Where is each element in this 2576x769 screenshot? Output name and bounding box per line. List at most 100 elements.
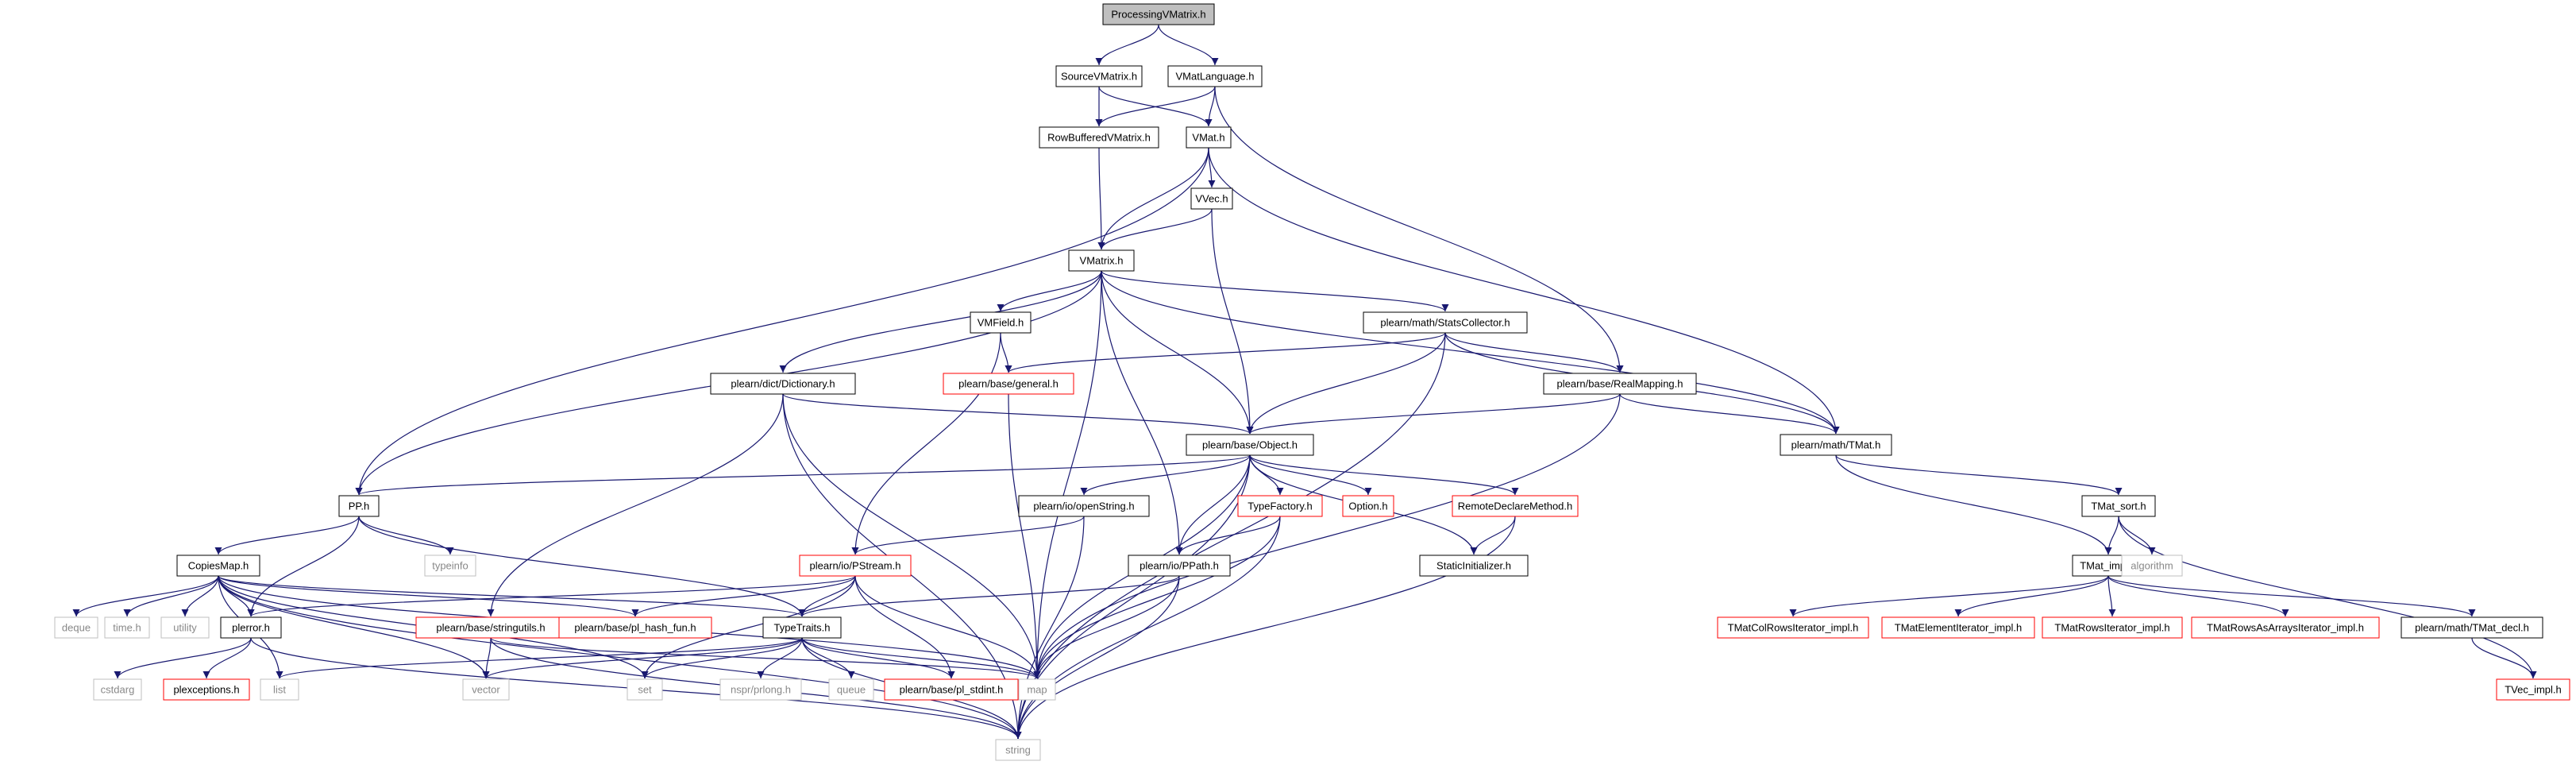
edge-PStream-to-set [641, 575, 856, 679]
node-PStream[interactable]: plearn/io/PStream.h [799, 555, 912, 577]
node-RealMapping[interactable]: plearn/base/RealMapping.h [1543, 373, 1697, 395]
node-perror[interactable]: plerror.h [220, 616, 282, 639]
node-label: Option.h [1348, 500, 1387, 512]
node-label: VVec.h [1195, 193, 1228, 205]
edge-TMat_impl-to-TMatElementIterator [1954, 575, 2109, 617]
node-Object[interactable]: plearn/base/Object.h [1186, 434, 1314, 456]
node-pl_hash_fun[interactable]: plearn/base/pl_hash_fun.h [558, 616, 712, 639]
node-label: VMat.h [1192, 132, 1224, 144]
node-box [2401, 616, 2543, 639]
edge-Dictionary-to-Object [782, 393, 1254, 435]
edge-stringutils-to-map [490, 637, 1041, 679]
node-TVec_impl[interactable]: TVec_impl.h [2496, 678, 2570, 701]
node-TMat_decl[interactable]: plearn/math/TMat_decl.h [2401, 616, 2543, 639]
node-nsprlong: nspr/prlong.h [719, 678, 802, 701]
node-TypeFactory[interactable]: TypeFactory.h [1237, 495, 1323, 517]
node-label: VMatrix.h [1080, 255, 1124, 267]
node-label: TMatRowsIterator_impl.h [2054, 622, 2169, 634]
edge-ProcessingVMatrix-to-SourceVMatrix [1095, 24, 1159, 66]
node-label: plerror.h [232, 622, 270, 634]
edge-VMatrix-to-StatsCollector [1101, 270, 1449, 312]
node-label: algorithm [2131, 560, 2173, 572]
node-SourceVMatrix[interactable]: SourceVMatrix.h [1055, 65, 1143, 87]
node-general[interactable]: plearn/base/general.h [943, 373, 1074, 395]
node-StatsCollector[interactable]: plearn/math/StatsCollector.h [1363, 311, 1528, 334]
node-label: RemoteDeclareMethod.h [1458, 500, 1573, 512]
node-box [710, 373, 856, 395]
edge-VMatrix-to-PPath [1101, 270, 1183, 555]
node-list: list [260, 678, 299, 701]
node-box [1342, 495, 1394, 517]
node-ProcessingVMatrix[interactable]: ProcessingVMatrix.h [1102, 3, 1215, 25]
node-openString[interactable]: plearn/io/openString.h [1018, 495, 1150, 517]
node-TMat[interactable]: plearn/math/TMat.h [1780, 434, 1892, 456]
edge-CopiesMap-to-pl_hash_fun [218, 575, 639, 617]
node-box [176, 555, 260, 577]
edge-VMatrix-to-Dictionary [779, 270, 1102, 373]
node-StaticInitializer[interactable]: StaticInitializer.h [1419, 555, 1529, 577]
edge-TypeTraits-to-set [641, 637, 803, 679]
edge-PPath-to-string [1014, 575, 1180, 740]
node-string: string [995, 739, 1041, 761]
node-TMatRowsAsArraysIterator[interactable]: TMatRowsAsArraysIterator_impl.h [2191, 616, 2380, 639]
node-TypeTraits[interactable]: TypeTraits.h [762, 616, 842, 639]
edge-TMat_impl-to-TMatRowsAsArraysIterator [2107, 575, 2289, 617]
node-label: plearn/dict/Dictionary.h [731, 378, 835, 390]
node-label: typeinfo [432, 560, 469, 572]
node-TMatColRowsIterator[interactable]: TMatColRowsIterator_impl.h [1717, 616, 1869, 639]
node-VMat[interactable]: VMat.h [1186, 126, 1232, 149]
node-PP[interactable]: PP.h [338, 495, 380, 517]
node-TMatElementIterator[interactable]: TMatElementIterator_impl.h [1881, 616, 2035, 639]
node-RemoteDeclareMethod[interactable]: RemoteDeclareMethod.h [1452, 495, 1579, 517]
edge-VMat-to-TMat [1208, 147, 1840, 435]
node-Option[interactable]: Option.h [1342, 495, 1394, 517]
edge-PP-to-perror [247, 516, 360, 617]
node-CopiesMap[interactable]: CopiesMap.h [176, 555, 260, 577]
node-PPath[interactable]: plearn/io/PPath.h [1128, 555, 1231, 577]
edge-TMat_sort-to-algorithm [2118, 516, 2156, 555]
node-stringutils[interactable]: plearn/base/stringutils.h [415, 616, 566, 639]
node-label: CopiesMap.h [188, 560, 249, 572]
node-RowBufferedVMatrix[interactable]: RowBufferedVMatrix.h [1039, 126, 1159, 149]
node-label: plearn/math/StatsCollector.h [1380, 317, 1510, 329]
node-box [220, 616, 282, 639]
node-box [1128, 555, 1231, 577]
node-box [1881, 616, 2035, 639]
node-box [1039, 126, 1159, 149]
node-plexceptions[interactable]: plexceptions.h [163, 678, 250, 701]
node-TMat_sort[interactable]: TMat_sort.h [2081, 495, 2156, 517]
edge-TypeFactory-to-PPath [1175, 516, 1281, 555]
node-label: plearn/base/RealMapping.h [1557, 378, 1683, 390]
node-VMatLanguage[interactable]: VMatLanguage.h [1167, 65, 1263, 87]
node-box [104, 616, 150, 639]
edge-RemoteDeclareMethod-to-StaticInitializer [1470, 516, 1516, 555]
node-label: PP.h [349, 500, 370, 512]
node-cstdarg: cstdarg [93, 678, 142, 701]
node-pl_stdint[interactable]: plearn/base/pl_stdint.h [884, 678, 1019, 701]
node-VMatrix[interactable]: VMatrix.h [1068, 249, 1135, 272]
node-label: plearn/io/openString.h [1033, 500, 1134, 512]
edge-PStream-to-map [854, 575, 1041, 679]
node-box [2121, 555, 2183, 577]
edge-PStream-to-pl_stdint [854, 575, 955, 679]
dependency-edges [72, 24, 2537, 740]
node-box [2496, 678, 2570, 701]
edge-VMatrix-to-Object [1101, 270, 1254, 435]
node-box [1167, 65, 1263, 87]
edge-VMField-to-general [1000, 332, 1012, 373]
node-TMatRowsIterator[interactable]: TMatRowsIterator_impl.h [2042, 616, 2183, 639]
node-box [1543, 373, 1697, 395]
edge-VVec-to-VMatrix [1097, 208, 1213, 250]
node-VVec[interactable]: VVec.h [1190, 187, 1233, 210]
edge-TMat_impl-to-TMatColRowsIterator [1789, 575, 2109, 617]
node-label: plearn/base/pl_hash_fun.h [574, 622, 696, 634]
node-Dictionary[interactable]: plearn/dict/Dictionary.h [710, 373, 856, 395]
node-label: plearn/io/PPath.h [1140, 560, 1219, 572]
edge-RealMapping-to-map [1033, 393, 1621, 679]
edge-SourceVMatrix-to-VMat [1098, 86, 1213, 127]
edge-VMatrix-to-VMField [997, 270, 1102, 312]
node-VMField[interactable]: VMField.h [970, 311, 1032, 334]
edge-Object-to-PP [355, 454, 1251, 496]
node-map: map [1018, 678, 1056, 701]
